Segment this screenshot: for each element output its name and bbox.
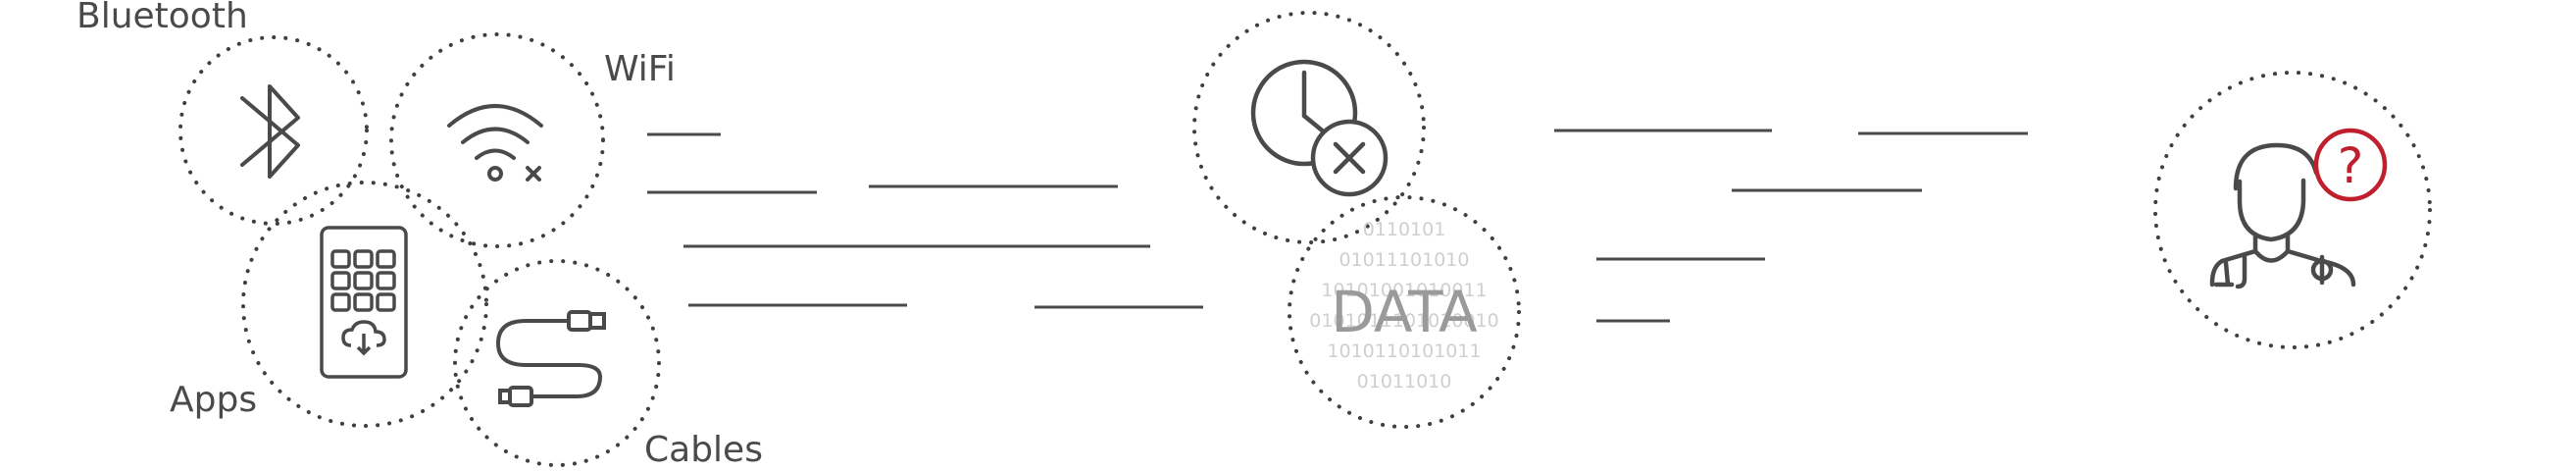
clock-circle	[1192, 11, 1426, 244]
binary-line: 01011101010	[1339, 249, 1470, 271]
cables-label: Cables	[644, 430, 763, 470]
wifi-off-icon	[447, 104, 543, 182]
binary-line: 1010110101011	[1327, 340, 1481, 362]
binary-line: 10101001010011	[1321, 280, 1487, 301]
cables-circle	[453, 259, 661, 467]
question-circle-icon: ?	[2313, 128, 2388, 202]
binary-line: 0110101	[1363, 219, 1446, 240]
wifi-label: WiFi	[604, 49, 676, 89]
data-circle	[1288, 195, 1521, 429]
doctor-circle	[2153, 71, 2432, 349]
bluetooth-circle	[178, 35, 369, 226]
data-label: DATA	[1331, 279, 1478, 345]
binary-line: 0101011101010010	[1309, 310, 1498, 332]
binary-line: 01011010	[1357, 371, 1452, 392]
wifi-circle	[389, 32, 605, 248]
usb-cable-icon	[495, 310, 606, 407]
bluetooth-label: Bluetooth	[76, 0, 248, 36]
apps-label: Apps	[170, 380, 258, 420]
clock-cancel-icon	[1250, 59, 1389, 197]
phone-app-grid-icon	[320, 226, 408, 379]
doctor-icon	[2209, 142, 2356, 289]
bluetooth-icon	[240, 84, 300, 179]
apps-circle	[241, 181, 488, 428]
question-mark: ?	[2338, 137, 2364, 194]
connector-lines	[647, 129, 2028, 323]
